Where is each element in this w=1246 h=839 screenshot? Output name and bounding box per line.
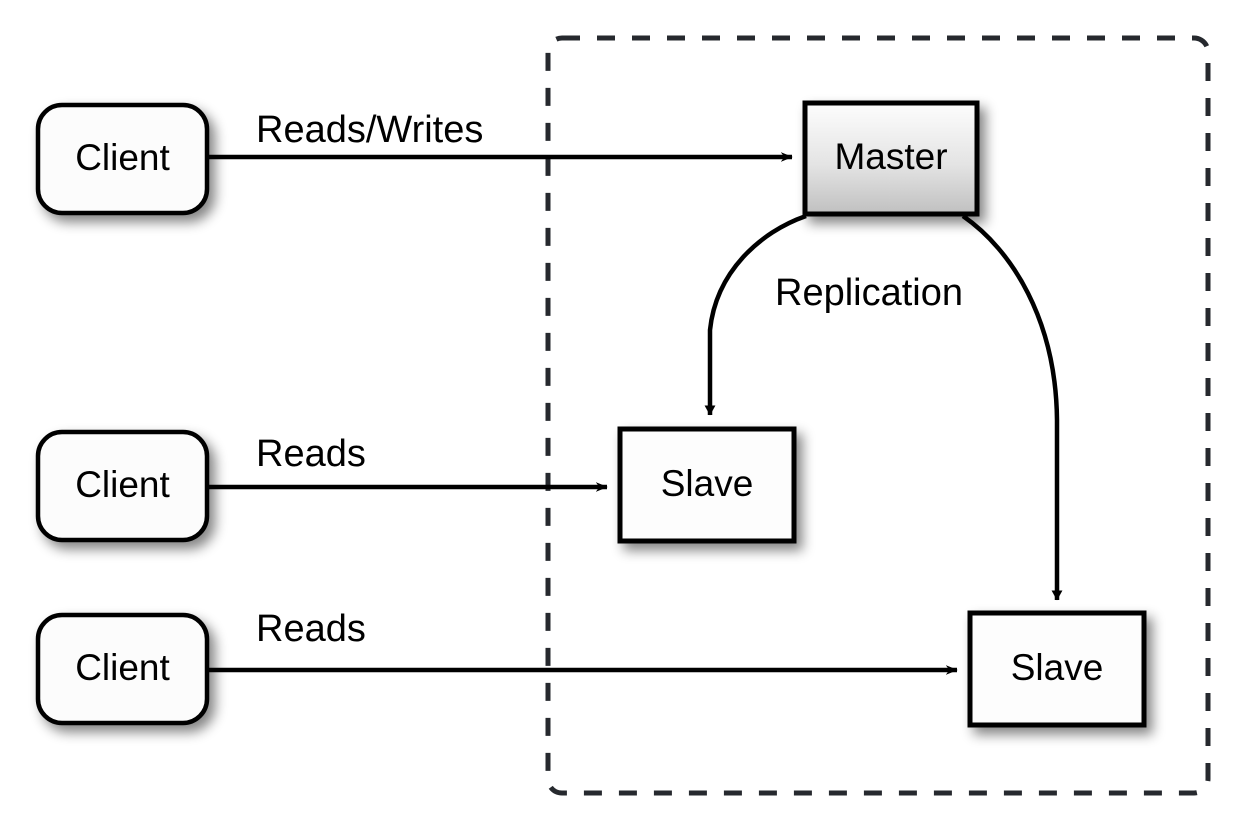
client-1-label: Client	[75, 137, 170, 178]
node-master[interactable]: Master	[802, 100, 980, 217]
edge-curve-replication-left	[704, 213, 807, 416]
node-slave-2[interactable]: Slave	[967, 610, 1147, 728]
node-client-3[interactable]: Client	[35, 612, 210, 726]
edge-master-slave2	[961, 214, 1063, 601]
node-client-2[interactable]: Client	[35, 429, 210, 543]
node-slave-1[interactable]: Slave	[617, 426, 797, 544]
edge-curve-replication-right	[961, 214, 1063, 601]
edge-label-reads-lower: Reads	[256, 608, 366, 650]
master-label: Master	[834, 136, 947, 177]
slave-1-box[interactable]	[617, 426, 797, 544]
client-1-box[interactable]	[35, 102, 210, 216]
edge-label-replication: Replication	[775, 272, 963, 314]
edge-label-reads-writes: Reads/Writes	[256, 109, 483, 151]
master-box[interactable]	[802, 100, 980, 217]
slave-2-label: Slave	[1011, 647, 1104, 688]
edge-master-slave1	[704, 213, 807, 416]
client-2-label: Client	[75, 464, 170, 505]
slave-2-box[interactable]	[967, 610, 1147, 728]
edge-label-reads-upper: Reads	[256, 433, 366, 475]
client-3-label: Client	[75, 647, 170, 688]
slave-1-label: Slave	[661, 463, 754, 504]
node-client-1[interactable]: Client	[35, 102, 210, 216]
client-3-box[interactable]	[35, 612, 210, 726]
client-2-box[interactable]	[35, 429, 210, 543]
database-cluster-boundary	[545, 35, 1211, 796]
